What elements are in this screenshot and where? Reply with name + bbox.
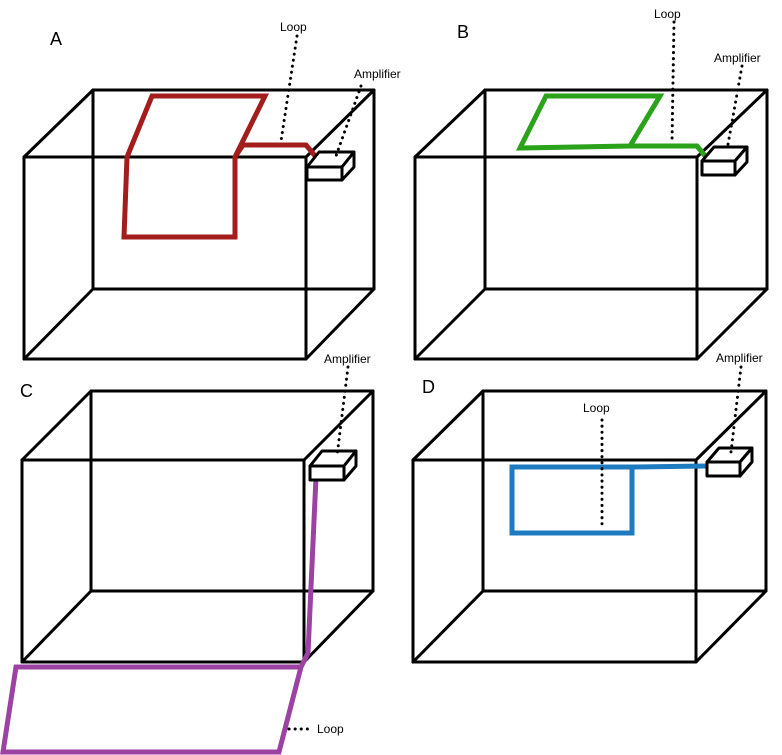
panel-c-box [20, 389, 375, 664]
panel-d-amplifier-label: Amplifier [716, 351, 763, 365]
panel-c-amplifier-pointer [335, 365, 350, 458]
panel-b-loop [515, 93, 708, 159]
panel-a-letter: A [50, 29, 62, 49]
panel-d-loop [509, 463, 707, 536]
panel-b-amplifier-label: Amplifier [714, 51, 761, 65]
panel-c-amplifier-label: Amplifier [324, 352, 371, 366]
panel-c-loop-label: Loop [317, 722, 344, 736]
panel-d-box [411, 389, 768, 664]
panel-a-amplifier-pointer [334, 84, 363, 158]
panel-b-box [413, 88, 769, 361]
panel-a-loop-pointer [279, 34, 299, 143]
panel-c-loop [0, 476, 319, 755]
panel-d-letter: D [422, 377, 435, 397]
panel-c: C Amplifier Loop [0, 352, 375, 755]
panel-a-amplifier-label: Amplifier [354, 67, 401, 81]
panel-b-loop-label: Loop [654, 7, 681, 21]
panel-b: B Loop Amplifier [413, 7, 769, 361]
panel-b-amplifier-pointer [725, 64, 744, 152]
panel-c-letter: C [20, 381, 33, 401]
panel-a-amplifier [305, 150, 356, 182]
panel-b-letter: B [457, 22, 469, 42]
panel-c-amplifier [308, 449, 358, 482]
panel-d-amplifier [705, 446, 754, 478]
panel-d: D Loop Amplifier [411, 351, 768, 664]
panel-a-box [22, 88, 376, 361]
panel-b-loop-pointer [670, 20, 676, 144]
panel-a-loop [121, 93, 318, 240]
panel-d-amplifier-pointer [729, 365, 743, 454]
panel-b-amplifier [700, 145, 749, 177]
panel-a-loop-label: Loop [280, 20, 307, 34]
panel-a: A Loop Amplifier [22, 20, 401, 361]
panel-d-loop-label: Loop [583, 401, 610, 415]
